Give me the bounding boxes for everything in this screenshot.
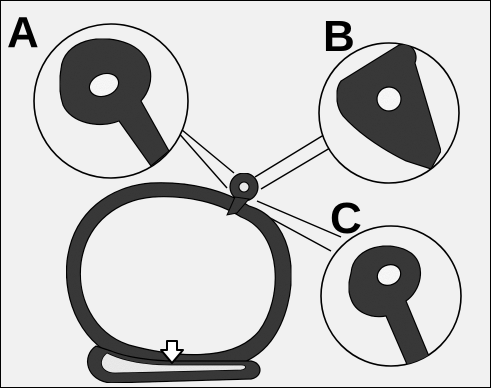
callout-label-c: C [330, 194, 362, 243]
retaining-ring [65, 172, 292, 384]
detail-circle-c [320, 225, 462, 367]
callout-label-a: A [7, 8, 39, 57]
down-arrow-icon [160, 340, 184, 364]
leader-line-a-upper [175, 124, 235, 174]
detail-circle-b [318, 42, 460, 184]
leader-line-c-upper [256, 200, 342, 238]
leader-line-a-lower [175, 129, 228, 189]
leader-line-b-upper [254, 132, 328, 178]
detail-circle-a [33, 23, 189, 179]
callout-label-b: B [323, 12, 355, 61]
leader-line-b-lower [260, 144, 336, 190]
